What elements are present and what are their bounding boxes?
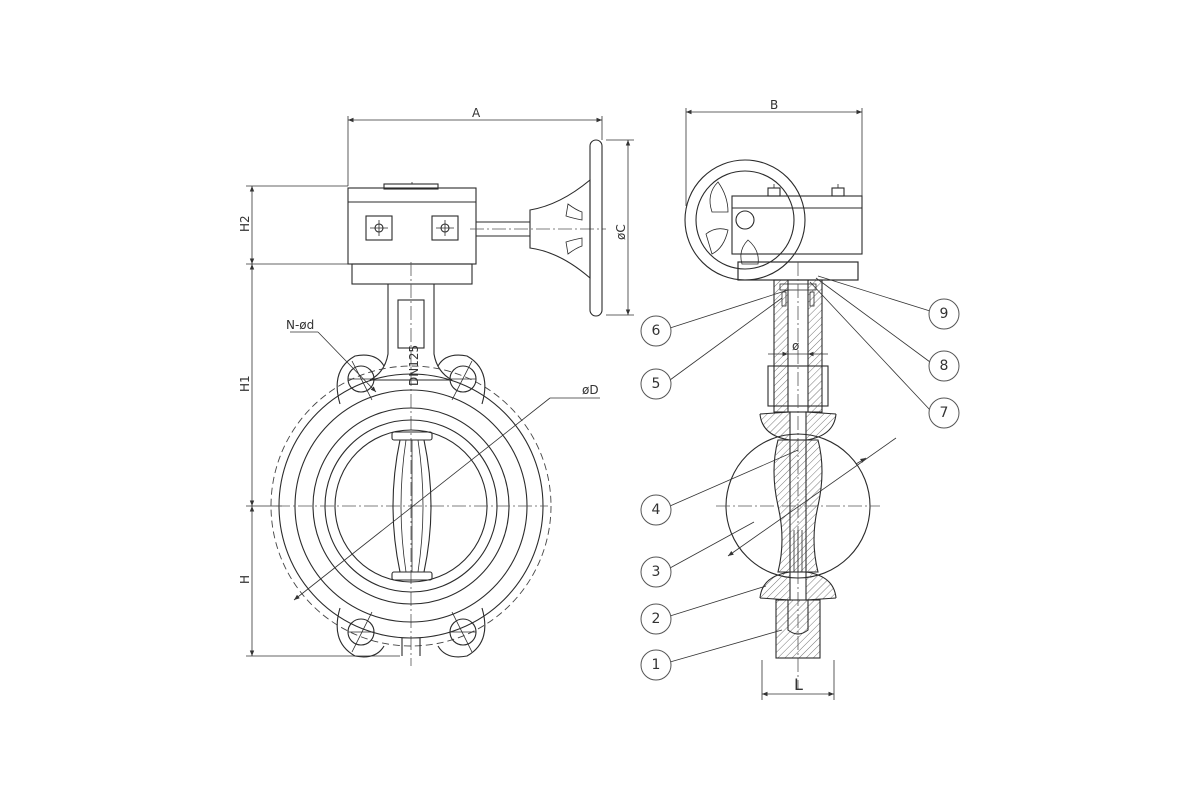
svg-text:7: 7 — [940, 405, 949, 421]
handwheel-side — [470, 139, 606, 317]
dimension-d: øD — [293, 383, 600, 601]
dimension-stem-label: ø — [792, 339, 799, 353]
svg-text:6: 6 — [652, 323, 661, 339]
gearbox-side — [731, 184, 863, 281]
neck: DN125 — [369, 262, 453, 666]
svg-text:8: 8 — [940, 358, 949, 374]
body-mark: DN125 — [407, 345, 421, 386]
dimension-d-label: øD — [582, 383, 599, 397]
callout-9: 9 — [817, 275, 960, 330]
dimension-h-stack: H2 H1 H — [238, 185, 400, 657]
svg-text:1: 1 — [652, 657, 661, 673]
dimension-c: øC — [606, 139, 634, 316]
callout-1: 1 — [640, 629, 783, 681]
upper-seat — [759, 411, 837, 441]
front-view: A øC H2 H1 H — [238, 106, 634, 666]
dimension-h1-label: H1 — [238, 375, 252, 392]
dimension-l: L — [761, 660, 835, 700]
callout-3: 3 — [640, 521, 755, 588]
callout-4: 4 — [640, 449, 799, 526]
lower-seat — [759, 571, 837, 601]
dimension-b: B — [685, 98, 863, 206]
dimension-c-label: øC — [614, 224, 628, 240]
side-view: B — [640, 98, 960, 700]
svg-text:4: 4 — [652, 502, 661, 518]
gearbox — [347, 182, 477, 285]
svg-text:5: 5 — [652, 376, 661, 392]
callout-6: 6 — [640, 289, 789, 347]
callout-8: 8 — [815, 277, 960, 382]
svg-text:9: 9 — [940, 306, 949, 322]
svg-text:3: 3 — [652, 564, 661, 580]
dimension-l-label: L — [794, 675, 803, 694]
dimension-a: A — [347, 106, 603, 186]
dimension-stem: ø — [768, 339, 828, 357]
callout-2: 2 — [640, 585, 767, 635]
dimension-bolt: N-ød — [286, 318, 377, 393]
callout-7: 7 — [809, 281, 960, 429]
dimension-bolt-label: N-ød — [286, 318, 314, 332]
dimension-b-label: B — [770, 98, 778, 112]
dimension-a-label: A — [472, 106, 481, 120]
disc-front — [391, 431, 433, 581]
bottom-boss — [775, 599, 821, 659]
valve-body — [270, 354, 552, 658]
disc-section — [716, 433, 897, 579]
callout-5: 5 — [640, 297, 783, 400]
svg-text:2: 2 — [652, 611, 661, 627]
dimension-h-label: H — [238, 575, 252, 584]
dimension-h2-label: H2 — [238, 215, 252, 232]
